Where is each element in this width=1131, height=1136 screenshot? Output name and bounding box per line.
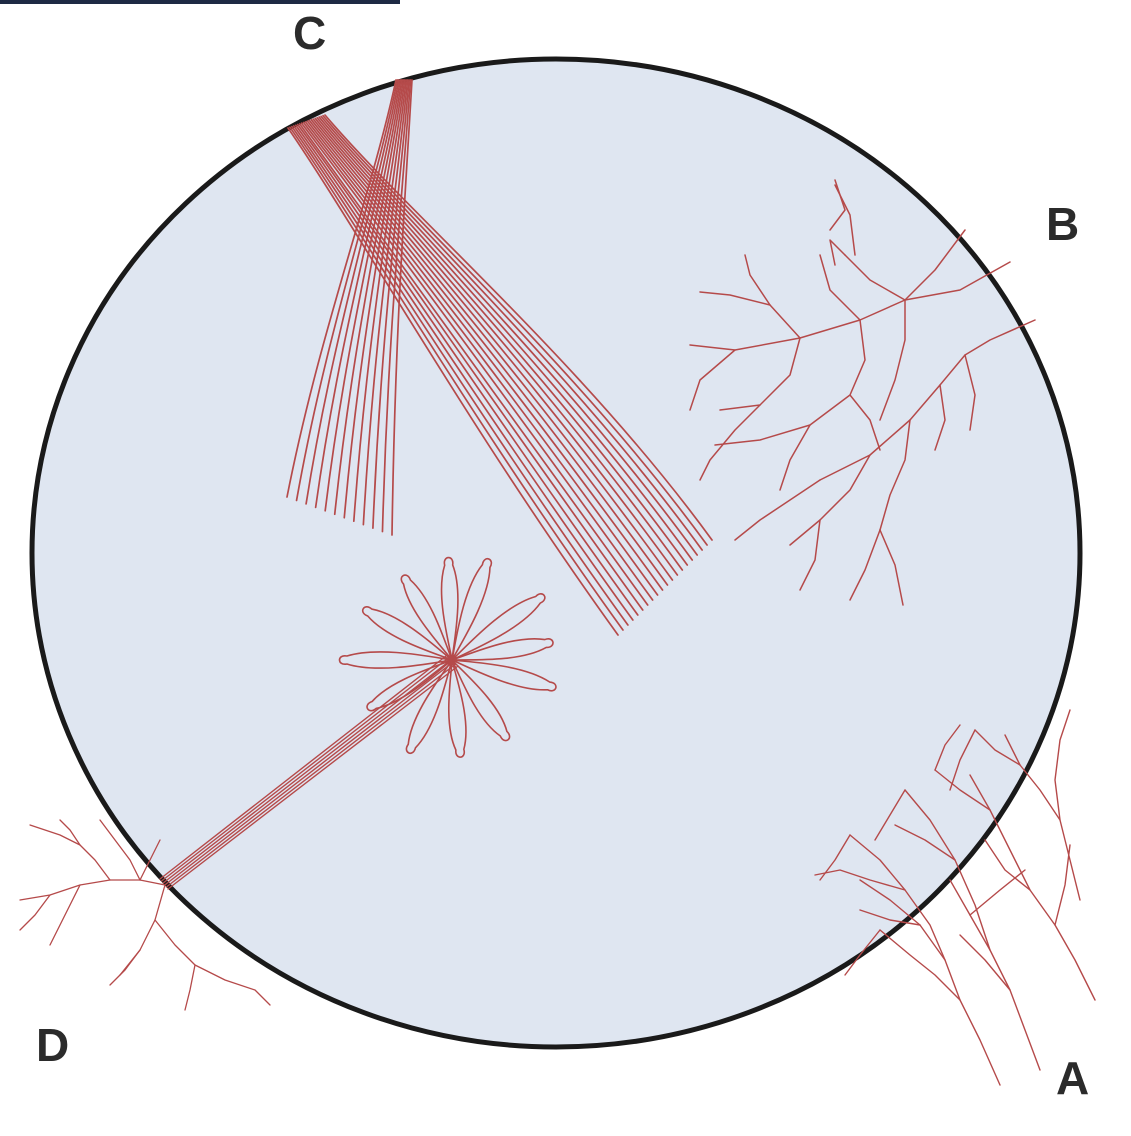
branch-line-d (120, 885, 165, 975)
branch-line-d (185, 965, 195, 1010)
branch-line-a (1055, 845, 1070, 925)
label-c: C (293, 7, 326, 59)
branch-line-d (110, 950, 140, 985)
branch-line-a (985, 840, 1030, 890)
branch-line-a (970, 870, 1025, 915)
label-d: D (36, 1019, 69, 1071)
branch-line-a (880, 930, 960, 1000)
field-of-view-circle (32, 59, 1080, 1047)
branch-line-d (30, 825, 110, 880)
branch-line-a (1055, 710, 1080, 900)
branch-line-a (950, 880, 1040, 1070)
label-b: B (1046, 198, 1079, 250)
branch-line-d (60, 820, 80, 845)
branch-line-a (960, 935, 1010, 990)
branch-line-d (20, 895, 50, 930)
top-edge-strip (0, 0, 400, 4)
label-a: A (1056, 1052, 1089, 1104)
branch-line-d (20, 880, 165, 900)
